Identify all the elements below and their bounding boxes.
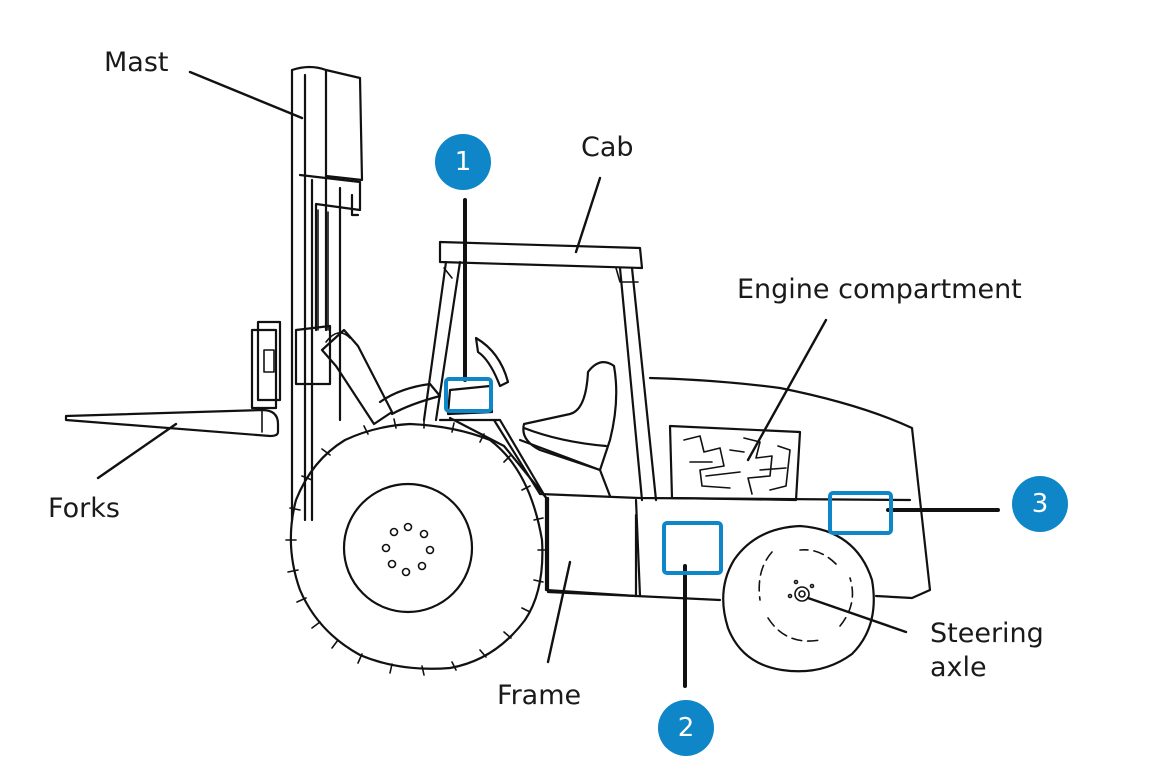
- callout-badge-2: 2: [658, 700, 714, 756]
- label-mast: Mast: [104, 47, 169, 78]
- label-frame: Frame: [497, 680, 582, 711]
- leader-lines: [96, 70, 1000, 688]
- callout-badge-3: 3: [1012, 476, 1068, 532]
- tilt-cylinder-drawing: [320, 328, 442, 426]
- front-wheel-drawing: [285, 418, 548, 676]
- cab-drawing: [422, 240, 658, 502]
- highlight-box-1: [444, 377, 493, 413]
- forks-drawing: [64, 320, 332, 438]
- highlight-box-2: [662, 521, 723, 575]
- label-steering-axle-line2: axle: [930, 652, 987, 683]
- frame-drawing: [438, 416, 912, 602]
- label-engine-compartment: Engine compartment: [737, 274, 1022, 305]
- steering-axle-drawing: [722, 524, 875, 673]
- seat-steering-drawing: [446, 336, 618, 472]
- label-forks: Forks: [48, 493, 120, 524]
- highlight-box-3: [828, 491, 893, 535]
- mast-drawing: [290, 65, 364, 522]
- label-cab: Cab: [581, 132, 634, 163]
- label-steering-axle-line1: Steering: [930, 618, 1044, 649]
- engine-compartment-drawing: [648, 376, 932, 600]
- callout-badge-1: 1: [435, 134, 491, 190]
